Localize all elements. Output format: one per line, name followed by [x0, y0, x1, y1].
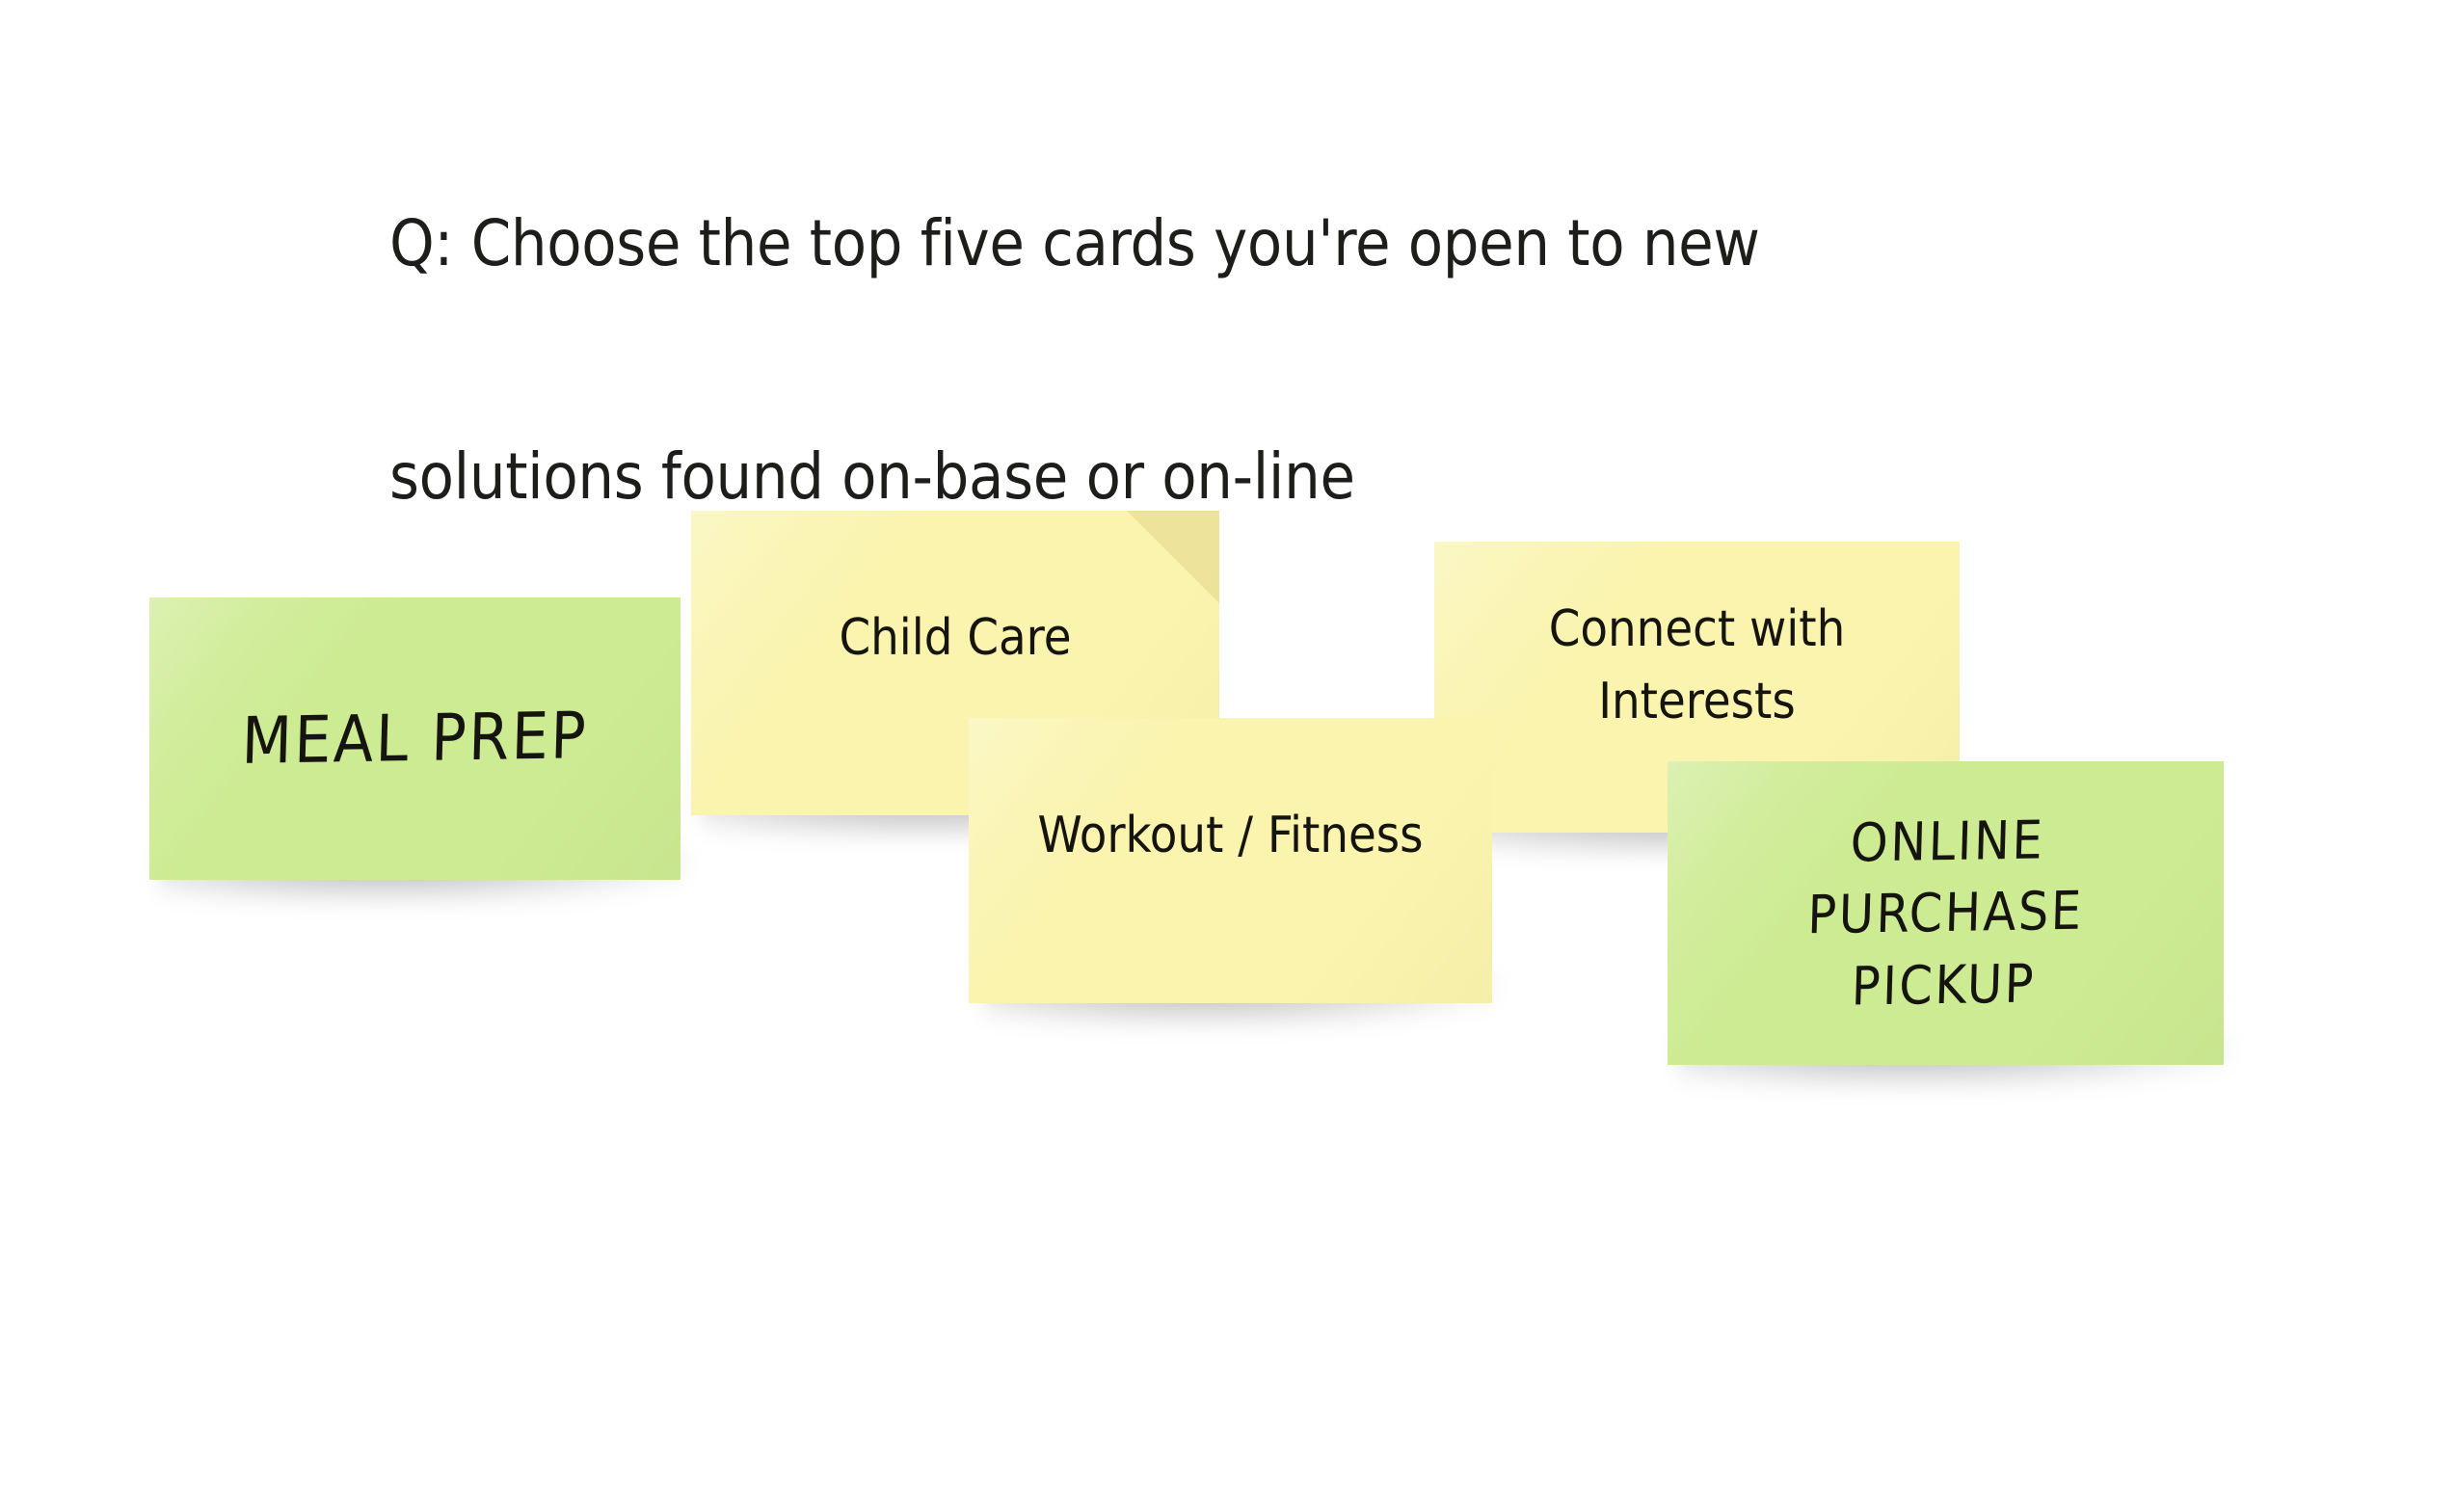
sticky-note-label: MEAL PREP — [240, 698, 590, 780]
sticky-note-label: ONLINE PURCHASE PICKUP — [1806, 809, 2085, 1018]
sticky-note-label: Connect with Interests — [1548, 599, 1846, 730]
sticky-note-workout-fitness[interactable]: Workout / Fitness — [969, 718, 1496, 1028]
page-title-line-2: solutions found on-base or on-line — [389, 438, 1355, 514]
note-paper — [149, 597, 681, 880]
note-paper — [969, 718, 1492, 1003]
sticky-note-online-purchase-pickup[interactable]: ONLINE PURCHASE PICKUP — [1668, 761, 2229, 1090]
sticky-note-label: Workout / Fitness — [1037, 806, 1424, 864]
sticky-note-label: Child Care — [839, 608, 1072, 667]
note-paper — [1668, 761, 2224, 1065]
page-title: Q: Choose the top five cards you're open… — [389, 50, 2221, 594]
page-title-line-1: Q: Choose the top five cards you're open… — [389, 206, 1760, 281]
sticky-note-meal-prep[interactable]: MEAL PREP — [149, 597, 686, 905]
